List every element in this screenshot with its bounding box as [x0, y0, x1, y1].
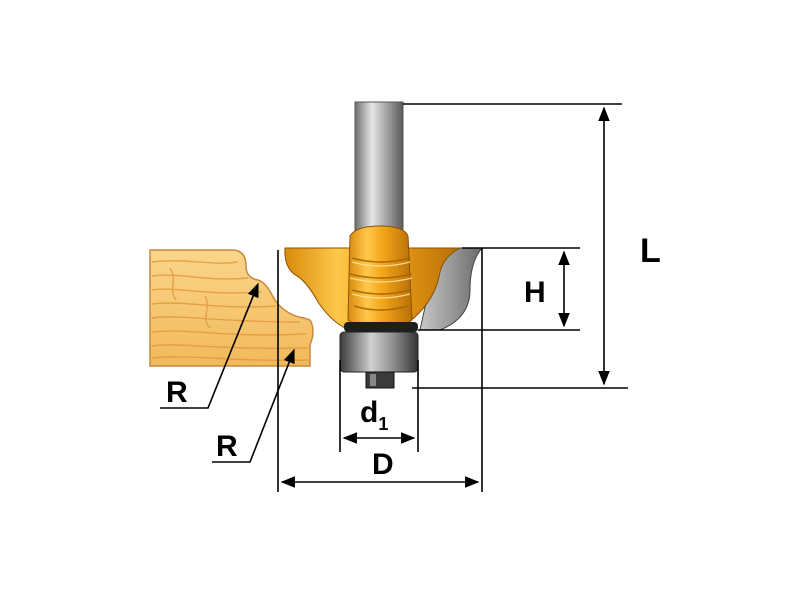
label-d1-subscript: 1	[378, 414, 388, 434]
label-L: L	[640, 232, 661, 270]
cutter-body	[284, 225, 484, 331]
label-R-lower: R	[216, 430, 238, 463]
label-d1-main: d	[360, 396, 378, 429]
label-D: D	[372, 448, 394, 481]
dimension-lines	[160, 103, 628, 492]
label-H: H	[524, 276, 546, 309]
label-d1: d1	[360, 396, 388, 434]
label-R-upper: R	[166, 376, 188, 409]
guide-bearing	[339, 331, 419, 389]
wood-workpiece	[149, 249, 314, 367]
retaining-ring	[344, 322, 418, 332]
